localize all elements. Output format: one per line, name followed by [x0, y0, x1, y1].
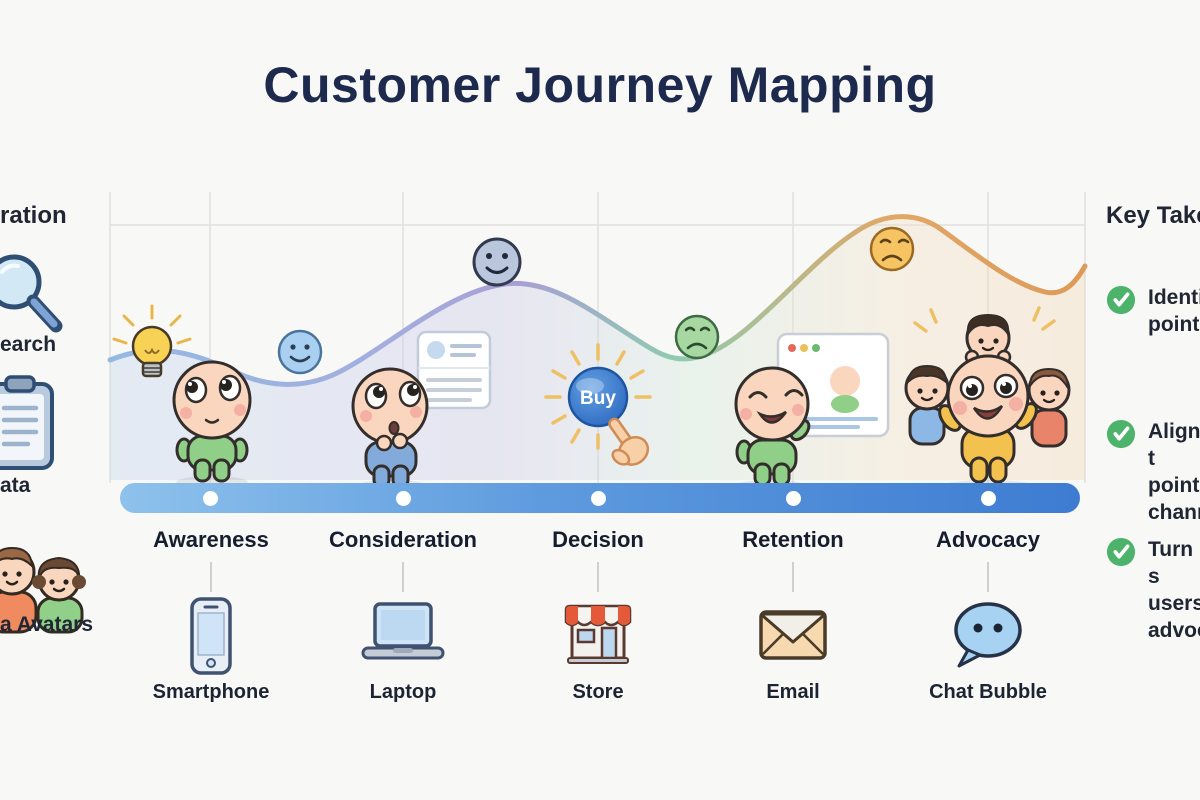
left-panel-heading: ration: [0, 202, 67, 229]
takeaway-text: Align t points chann: [1148, 420, 1200, 524]
distressed-orange-icon: [869, 226, 915, 272]
timeline-dot: [785, 490, 801, 506]
lightbulb-icon: [112, 304, 192, 378]
left-item-label-search: earch: [0, 333, 57, 356]
email-icon: [759, 610, 827, 660]
checkmark-icon: [1106, 419, 1136, 449]
stage-label-advocacy: Advocacy: [936, 527, 1040, 552]
connector-stem: [210, 562, 212, 592]
checkmark-icon: [1106, 537, 1136, 567]
timeline-dot: [590, 490, 606, 506]
stage-label-awareness: Awareness: [153, 527, 269, 552]
clipboard-icon: [0, 375, 54, 470]
buy-rays: [544, 343, 652, 450]
stage-label-decision: Decision: [552, 527, 644, 552]
takeaway-text: Identi points: [1148, 286, 1200, 336]
takeaway-text: Turn s users advoc: [1148, 538, 1200, 642]
left-item-label-avatars: a Avatars: [0, 613, 94, 636]
takeaway-item: Align t points chann: [1106, 418, 1200, 526]
frown-green-icon: [674, 314, 720, 360]
stage-label-retention: Retention: [742, 527, 844, 552]
page-title: Customer Journey Mapping: [263, 57, 937, 113]
timeline-bar: [120, 483, 1080, 513]
smiley-blue-icon: [277, 329, 323, 375]
connector-stem: [402, 562, 404, 592]
magnifier-icon: [0, 254, 63, 333]
channel-label-laptop: Laptop: [369, 681, 437, 703]
store-icon: [564, 604, 632, 664]
channel-label-smartphone: Smartphone: [152, 681, 270, 703]
buy-button[interactable]: Buy: [544, 343, 652, 450]
emotion-curve: [107, 214, 1088, 387]
checkmark-icon: [1106, 285, 1136, 315]
smartphone-icon: [190, 597, 232, 675]
takeaway-item: Turn s users advoc: [1106, 536, 1200, 644]
chat-bubble-icon: [954, 602, 1022, 668]
hand-cursor-icon: [608, 417, 650, 466]
timeline-dot: [980, 490, 996, 506]
advocacy-characters: [904, 306, 1071, 492]
channel-label-store: Store: [572, 681, 624, 703]
timeline-dot: [202, 490, 218, 506]
laptop-icon: [361, 602, 445, 660]
connector-stem: [987, 562, 989, 592]
document-card: [416, 330, 492, 410]
persona-avatars-icon: [0, 546, 86, 634]
connector-stem: [792, 562, 794, 592]
timeline-dot: [395, 490, 411, 506]
right-panel-heading: Key Take: [1106, 202, 1200, 229]
takeaway-item: Identi points: [1106, 284, 1200, 338]
channel-label-email: Email: [766, 681, 820, 703]
smiley-peak-icon: [472, 237, 522, 287]
connector-stem: [597, 562, 599, 592]
stage-label-consideration: Consideration: [329, 527, 477, 552]
channel-label-chat-bubble: Chat Bubble: [929, 681, 1047, 703]
buy-button-label: Buy: [580, 388, 616, 409]
left-item-label-data: ata: [0, 474, 31, 497]
